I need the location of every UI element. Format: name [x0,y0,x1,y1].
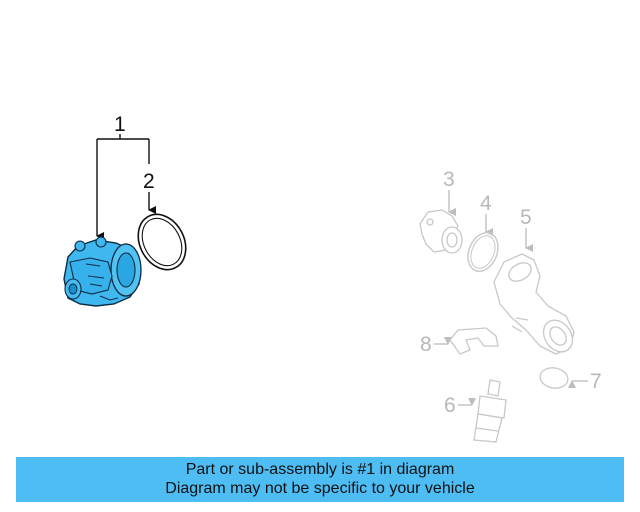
callout-4[interactable]: 4 [480,192,492,215]
callout-1-leader [97,134,149,236]
callout-2[interactable]: 2 [143,170,155,193]
callout-7[interactable]: 7 [590,370,602,393]
sensor-part[interactable] [473,379,507,443]
callout-5[interactable]: 5 [520,206,532,229]
water-pump-part[interactable] [63,236,142,307]
housing-part[interactable] [493,253,578,357]
clip-part[interactable] [449,327,499,355]
info-banner: Part or sub-assembly is #1 in diagram Di… [16,457,624,502]
callout-3[interactable]: 3 [443,168,455,191]
thermostat-part[interactable] [419,209,463,254]
seal-part[interactable] [538,366,569,391]
banner-line-2: Diagram may not be specific to your vehi… [165,480,475,497]
gasket-part[interactable] [463,228,504,276]
o-ring-part[interactable] [129,206,195,278]
callout-6[interactable]: 6 [444,394,456,417]
banner-line-1: Part or sub-assembly is #1 in diagram [185,461,455,478]
callout-8[interactable]: 8 [420,333,432,356]
callout-1[interactable]: 1 [114,113,126,136]
